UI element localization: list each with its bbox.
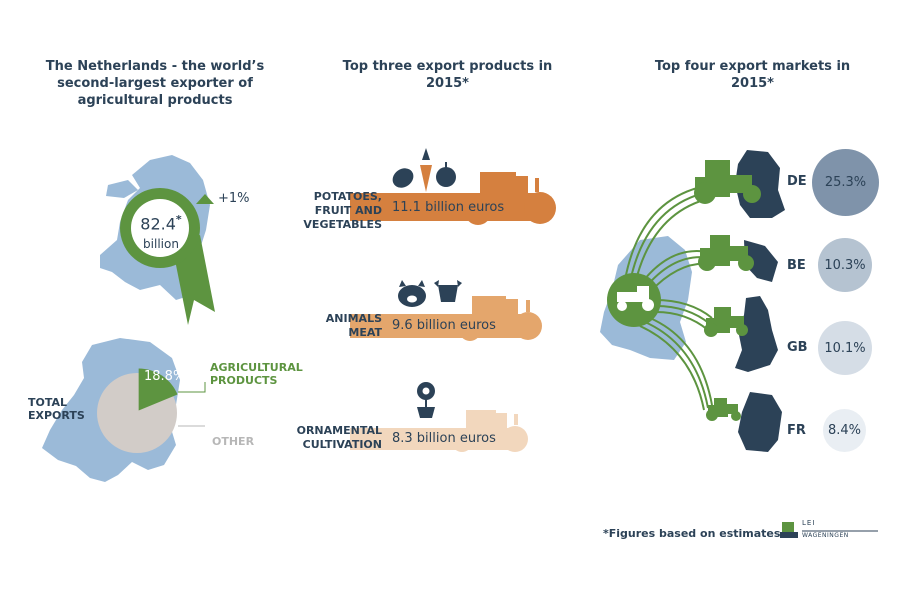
product-value-animals: 9.6 billion euros [392, 318, 496, 333]
growth-value: +1% [218, 191, 250, 206]
badge-number: 82.4 [140, 214, 176, 234]
pie-slice-agricultural [138, 368, 178, 411]
market-pct-de: 25.3% [812, 149, 879, 216]
badge-value: 82.4* [135, 213, 187, 233]
other-label: OTHER [212, 435, 255, 448]
section2-title: Top three export products in 2015* [342, 59, 553, 91]
market-code-be: BE [787, 258, 806, 273]
product-value-potatoes: 11.1 billion euros [392, 200, 505, 215]
total-exports-label: TOTAL EXPORTS [28, 396, 85, 422]
badge-unit: billion [143, 237, 179, 251]
market-code-fr: FR [787, 423, 806, 438]
pie-agri-pct: 18.8%* [144, 369, 192, 384]
section3-title: Top four export markets in 2015* [654, 59, 851, 91]
tractor-bar-potatoes [350, 172, 556, 225]
market-pct-fr: 8.4% [823, 409, 866, 452]
product-value-ornamental: 8.3 billion euros [392, 431, 496, 446]
product-label-ornamental: ORNAMENTAL CULTIVATION [296, 424, 382, 451]
cow-icon [434, 280, 462, 302]
belgium-map [744, 240, 778, 282]
market-code-gb: GB [787, 340, 808, 355]
agri-products-label: AGRICULTURAL PRODUCTS [210, 361, 303, 387]
footnote: *Figures based on estimates [603, 527, 781, 540]
logo-text-bottom: WAGENINGEN [802, 532, 849, 539]
market-pct-gb: 10.1% [818, 321, 872, 375]
logo-text-top: LEI [802, 519, 816, 527]
product-label-animals: ANIMALS MEAT [325, 312, 382, 339]
badge-star: * [175, 213, 182, 226]
potato-icon [392, 168, 414, 188]
carrot-icon [420, 148, 432, 192]
apple-icon [436, 162, 456, 187]
tractor-bar-ornamental [350, 410, 528, 452]
flower-icon [417, 382, 435, 418]
section1-title: The Netherlands - the world’s second-lar… [45, 59, 265, 108]
tractor-icon-fr [706, 398, 741, 421]
tractor-icon-de [694, 160, 761, 204]
lei-logo: LEI WAGENINGEN [780, 519, 880, 542]
pig-icon [398, 280, 426, 307]
growth-arrow-icon [196, 194, 214, 204]
tractor-bar-animals [350, 296, 542, 341]
market-pct-be: 10.3% [818, 238, 872, 292]
product-label-potatoes: POTATOES, FRUIT AND VEGETABLES [303, 190, 382, 231]
market-code-de: DE [787, 174, 807, 189]
hub-tractor-icon [617, 286, 654, 311]
uk-map [735, 296, 778, 372]
tractor-icon-gb [704, 307, 748, 337]
tractor-icon-be [698, 235, 754, 271]
france-map [738, 392, 782, 452]
